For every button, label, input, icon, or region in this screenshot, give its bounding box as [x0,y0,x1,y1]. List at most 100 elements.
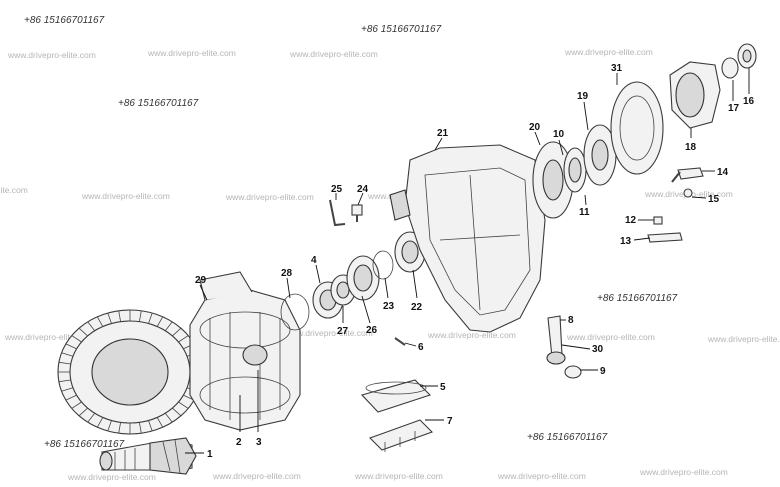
callout-2: 2 [236,437,242,448]
watermark: www.drivepro-elite.com [81,191,170,201]
watermark: www.drivepro-elite.com [707,334,780,344]
gear-tooth [139,310,142,322]
callout-26: 26 [366,325,378,336]
gear-tooth [118,310,121,322]
watermark: www.drivepro-elite.com [427,330,516,340]
callout-21: 21 [437,128,449,139]
watermark: www.drivepro-elite.com [147,48,236,58]
yoke-assembly [669,43,757,129]
phone-layer: +86 15166701167 +86 15166701167 +86 1516… [24,15,678,450]
gear-tooth [156,417,164,428]
tapered-bearings [360,379,434,452]
pinion-nut-assembly [546,315,582,379]
watermark: www.drivepro-elite.com [0,185,28,195]
callout-9: 9 [600,366,606,377]
gear-tooth [96,417,104,428]
leader-lines [185,68,750,454]
callout-22: 22 [411,302,423,313]
callout-27: 27 [337,326,349,337]
callout-23: 23 [383,301,395,312]
gear-tooth [96,316,104,327]
gear-tooth [118,422,121,434]
gear-tooth [58,361,71,365]
watermark: www.drivepro-elite.com [225,192,314,202]
callout-12: 12 [625,215,637,226]
watermark: www.drivepro-elite.com [497,471,586,481]
bearing-stack [280,231,426,331]
gear-tooth [58,379,71,383]
pinion-gear [99,437,197,475]
phone-number: +86 15166701167 [44,439,125,450]
phone-number: +86 15166701167 [527,432,608,443]
callout-29: 29 [195,275,207,286]
gear-tooth [78,327,88,337]
callout-18: 18 [685,142,697,153]
watermark: www.drivepro-elite.com [639,467,728,477]
ring-gear [57,309,203,435]
bolts [647,167,704,243]
gear-tooth [178,335,189,343]
callout-10: 10 [553,129,565,140]
callout-5: 5 [440,382,446,393]
watermark: www.drivepro-elite.com [4,332,93,342]
gear-tooth [87,321,96,331]
watermark: www.drivepro-elite.com [284,328,373,338]
callout-11: 11 [579,207,590,218]
callout-28: 28 [281,268,293,279]
gear-tooth [61,352,74,357]
snap-ring-28 [280,293,310,331]
callout-8: 8 [568,315,574,326]
pin-6 [394,337,406,346]
gear-tooth [61,387,74,392]
callout-24: 24 [357,184,369,195]
gear-tooth [78,407,88,417]
gear-tooth [148,420,153,432]
gear-tooth [71,401,82,409]
phone-number: +86 15166701167 [361,24,442,35]
gear-tooth [148,312,153,324]
phone-number: +86 15166701167 [24,15,105,26]
axle-housing [389,144,546,333]
bolt-set-24-25 [329,199,363,227]
gear-tooth [71,335,82,343]
gear-tooth [65,394,77,401]
differential-case [189,271,301,431]
callout-31: 31 [611,63,623,74]
gear-tooth [87,413,96,423]
callout-25: 25 [331,184,343,195]
gear-tooth [172,407,182,417]
callout-6: 6 [418,342,424,353]
gear-tooth [164,413,173,423]
callout-14: 14 [717,167,729,178]
watermark: www.drivepro-elite.com [566,332,655,342]
callout-4: 4 [311,255,317,266]
callout-17: 17 [728,103,740,114]
callout-19: 19 [577,91,589,102]
gear-tooth [156,316,164,327]
phone-number: +86 15166701167 [597,293,678,304]
callout-3: 3 [256,437,262,448]
phone-number: +86 15166701167 [118,98,199,109]
callout-1: 1 [207,449,213,460]
gear-tooth [139,422,142,434]
gear-tooth [65,343,77,350]
callout-30: 30 [592,344,604,355]
watermark: www.drivepro-elite.com [7,50,96,60]
callout-13: 13 [620,236,632,247]
watermark: www.drivepro-elite.com [564,47,653,57]
callout-7: 7 [447,416,453,427]
gear-tooth [107,312,112,324]
watermark: www.drivepro-elite.com [354,471,443,481]
watermark: www.drivepro-elite.com [289,49,378,59]
gear-tooth [178,401,189,409]
callout-20: 20 [529,122,541,133]
callout-15: 15 [708,194,720,205]
gear-tooth [172,327,182,337]
callout-labels: 1 2 3 5 6 7 8 9 10 11 12 13 14 15 16 17 … [195,63,755,460]
gear-tooth [164,321,173,331]
flange-plates [532,81,664,219]
gear-tooth [107,420,112,432]
watermark: www.drivepro-elite.com [67,472,156,482]
